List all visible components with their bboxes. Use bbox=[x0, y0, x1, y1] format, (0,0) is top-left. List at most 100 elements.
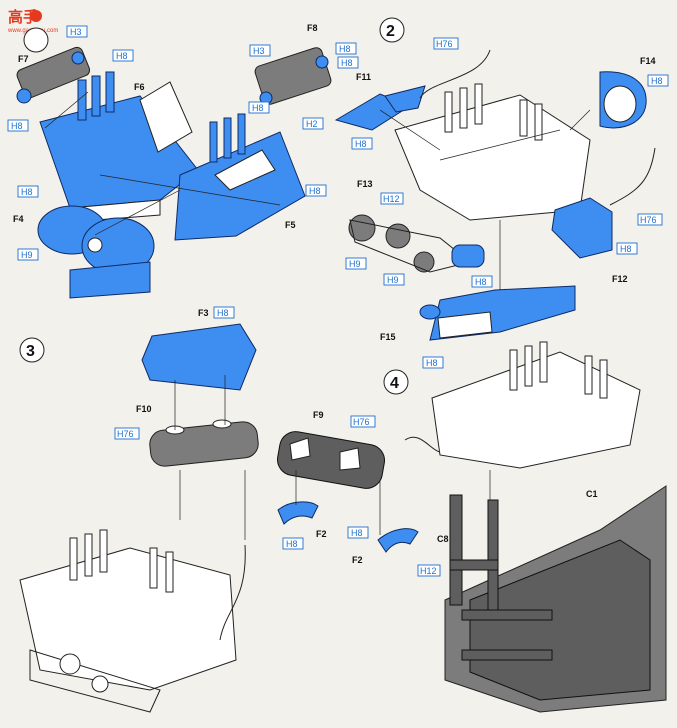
svg-text:H8: H8 bbox=[309, 186, 321, 196]
svg-text:H9: H9 bbox=[387, 275, 399, 285]
label-f12: F12 bbox=[612, 274, 628, 284]
label-f7: F7 bbox=[18, 54, 29, 64]
part-f2-right bbox=[377, 528, 419, 553]
label-f5: F5 bbox=[285, 220, 296, 230]
label-c8: C8 bbox=[437, 534, 449, 544]
step-4-number: 4 bbox=[390, 375, 399, 392]
color-code-h76c: H76 bbox=[114, 427, 140, 440]
svg-text:H8: H8 bbox=[475, 277, 487, 287]
step-4-marker bbox=[383, 369, 409, 395]
part-f2-left bbox=[277, 501, 319, 525]
color-code-h9c: H9 bbox=[383, 273, 405, 286]
part-f3 bbox=[141, 323, 257, 391]
svg-text:H8: H8 bbox=[21, 187, 33, 197]
label-f4: F4 bbox=[13, 214, 24, 224]
color-code-h8j: H8 bbox=[471, 275, 493, 288]
step-2-marker bbox=[379, 17, 405, 43]
label-f2-left: F2 bbox=[316, 529, 327, 539]
part-f13 bbox=[348, 214, 485, 273]
part-f5 bbox=[174, 113, 306, 241]
color-code-h8e: H8 bbox=[248, 101, 270, 114]
engine-assembly-step2 bbox=[394, 83, 591, 221]
color-code-h8a: H8 bbox=[112, 49, 134, 62]
color-code-h76b: H76 bbox=[637, 213, 663, 226]
step-3-marker bbox=[19, 337, 45, 363]
step-3-number: 3 bbox=[26, 343, 35, 360]
color-code-h8l: H8 bbox=[422, 356, 444, 369]
svg-text:H8: H8 bbox=[11, 121, 23, 131]
svg-text:H8: H8 bbox=[351, 528, 363, 538]
svg-text:H8: H8 bbox=[339, 44, 351, 54]
label-f10: F10 bbox=[136, 404, 152, 414]
color-code-h12a: H12 bbox=[380, 192, 404, 205]
svg-text:H8: H8 bbox=[116, 51, 128, 61]
label-f3: F3 bbox=[198, 308, 209, 318]
svg-text:H2: H2 bbox=[306, 119, 318, 129]
label-f15: F15 bbox=[380, 332, 396, 342]
color-code-h8f: H8 bbox=[305, 184, 327, 197]
part-f11 bbox=[334, 85, 426, 131]
svg-text:H8: H8 bbox=[651, 76, 663, 86]
svg-text:H8: H8 bbox=[286, 539, 298, 549]
engine-assembly-step3 bbox=[19, 529, 237, 713]
color-code-h8c: H8 bbox=[335, 42, 357, 55]
color-code-h8o: H8 bbox=[347, 526, 369, 539]
part-f4 bbox=[37, 205, 155, 299]
color-code-h3a: H3 bbox=[66, 25, 88, 38]
part-f6 bbox=[39, 71, 199, 223]
part-f8 bbox=[254, 47, 332, 105]
svg-text:H8: H8 bbox=[355, 139, 367, 149]
part-c1 bbox=[444, 485, 667, 713]
color-code-h76d: H76 bbox=[350, 415, 376, 428]
svg-text:H8: H8 bbox=[252, 103, 264, 113]
part-f15 bbox=[419, 285, 576, 341]
svg-text:H76: H76 bbox=[117, 429, 134, 439]
color-code-h8d: H8 bbox=[337, 56, 359, 69]
color-code-h8h: H8 bbox=[351, 137, 373, 150]
svg-text:H8: H8 bbox=[341, 58, 353, 68]
color-code-h8b: H8 bbox=[7, 119, 29, 132]
color-code-h8g: H8 bbox=[17, 185, 39, 198]
svg-text:H8: H8 bbox=[426, 358, 438, 368]
label-f6: F6 bbox=[134, 82, 145, 92]
label-f8: F8 bbox=[307, 23, 318, 33]
step-1-marker bbox=[23, 27, 49, 53]
engine-assembly-step4 bbox=[404, 341, 641, 469]
label-f9: F9 bbox=[313, 410, 324, 420]
svg-text:H3: H3 bbox=[70, 27, 82, 37]
svg-text:H3: H3 bbox=[253, 46, 265, 56]
part-c8 bbox=[449, 494, 553, 661]
svg-text:H9: H9 bbox=[21, 250, 33, 260]
color-code-h2: H2 bbox=[302, 117, 324, 130]
part-f10 bbox=[149, 419, 259, 467]
svg-text:H8: H8 bbox=[620, 244, 632, 254]
svg-text:H9: H9 bbox=[349, 259, 361, 269]
label-f2-right: F2 bbox=[352, 555, 363, 565]
color-code-h9b: H9 bbox=[345, 257, 367, 270]
color-code-h3b: H3 bbox=[249, 44, 271, 57]
svg-text:H12: H12 bbox=[420, 566, 437, 576]
part-f12 bbox=[551, 197, 613, 259]
svg-text:H76: H76 bbox=[353, 417, 370, 427]
color-code-h8n: H8 bbox=[282, 537, 304, 550]
svg-text:H8: H8 bbox=[217, 308, 229, 318]
step-2-number: 2 bbox=[386, 23, 395, 40]
color-code-h9a: H9 bbox=[17, 248, 39, 261]
part-f14 bbox=[599, 71, 647, 129]
color-code-h8k: H8 bbox=[616, 242, 638, 255]
svg-text:H12: H12 bbox=[383, 194, 400, 204]
label-f13: F13 bbox=[357, 179, 373, 189]
label-f14: F14 bbox=[640, 56, 656, 66]
color-code-h76a: H76 bbox=[433, 37, 459, 50]
part-f7 bbox=[16, 46, 91, 104]
color-code-h8m: H8 bbox=[213, 306, 235, 319]
label-c1: C1 bbox=[586, 489, 598, 499]
svg-text:H76: H76 bbox=[436, 39, 453, 49]
part-f9 bbox=[277, 431, 385, 489]
watermark-text: 高手 bbox=[8, 8, 38, 26]
svg-text:H76: H76 bbox=[640, 215, 657, 225]
color-code-h8i: H8 bbox=[647, 74, 669, 87]
color-code-h12b: H12 bbox=[417, 564, 441, 577]
